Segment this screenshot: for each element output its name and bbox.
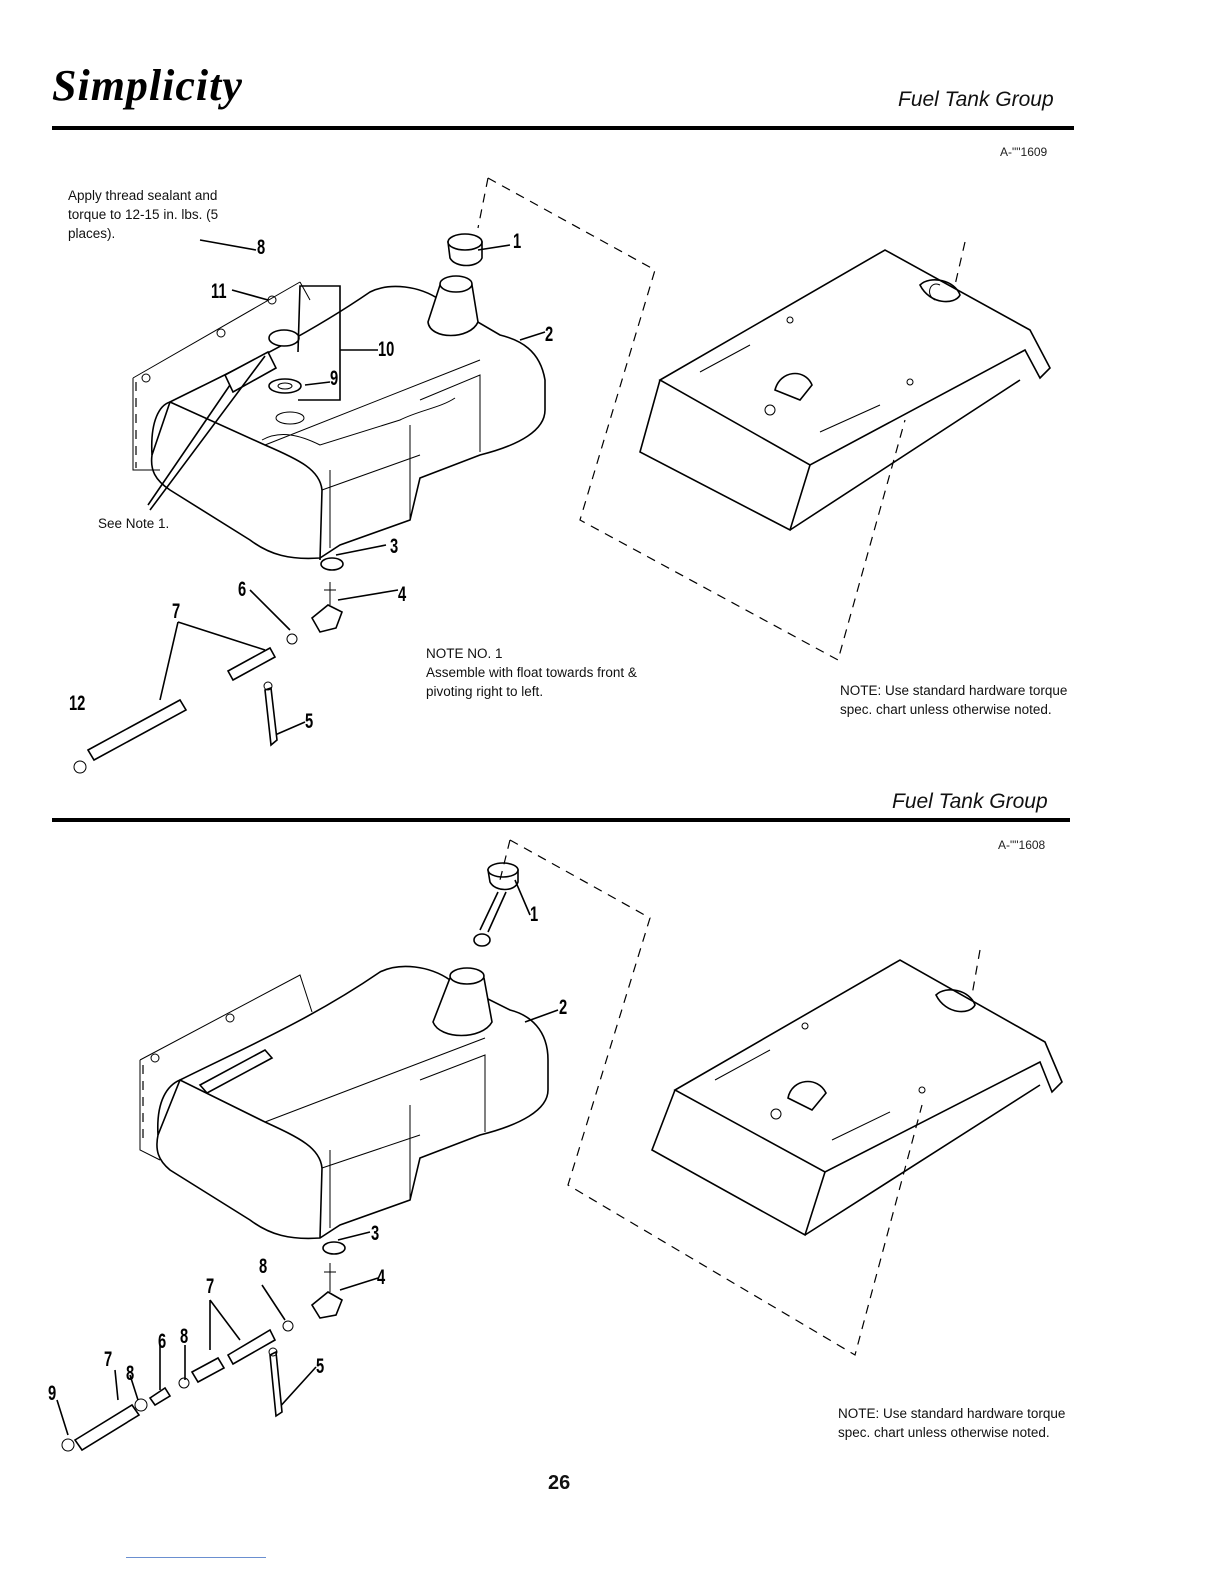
note-1-title: NOTE NO. 1 xyxy=(426,646,503,661)
callout-1: 1 xyxy=(513,230,522,253)
section-2-drawing-number: A-""1608 xyxy=(998,838,1046,852)
bottom-link-line xyxy=(126,1557,266,1558)
section-1-drawing-number: A-""1609 xyxy=(1000,145,1048,159)
callout-5: 5 xyxy=(316,1355,325,1378)
sealant-note: Apply thread sealant and torque to 12-15… xyxy=(68,188,219,241)
tank-1-assembly xyxy=(73,233,546,774)
callout-12: 12 xyxy=(69,692,86,715)
callout-8: 8 xyxy=(257,236,266,259)
explode-boundary-1 xyxy=(487,177,906,661)
callout-9: 9 xyxy=(330,367,339,390)
callout-9: 9 xyxy=(48,1382,57,1405)
callout-7: 7 xyxy=(172,600,181,623)
section-1-rule xyxy=(52,126,1074,130)
note-1-body: Assemble with float towards front & pivo… xyxy=(426,665,637,699)
callout-3: 3 xyxy=(371,1222,380,1245)
callout-7: 7 xyxy=(206,1275,215,1298)
callout-5: 5 xyxy=(305,710,314,733)
hardware-note-2: NOTE: Use standard hardware torque spec.… xyxy=(838,1406,1066,1440)
callout-10: 10 xyxy=(378,338,395,361)
callout-2: 2 xyxy=(559,996,568,1019)
explode-boundary-2 xyxy=(509,839,923,1356)
hardware-note-1: NOTE: Use standard hardware torque spec.… xyxy=(840,683,1068,717)
callout-8: 8 xyxy=(180,1325,189,1348)
hood-1 xyxy=(639,249,1051,532)
callout-7: 7 xyxy=(104,1348,113,1371)
callout-8: 8 xyxy=(259,1255,268,1278)
callout-6: 6 xyxy=(238,578,247,601)
callout-2: 2 xyxy=(545,323,554,346)
callout-6: 6 xyxy=(158,1330,167,1353)
callout-4: 4 xyxy=(377,1266,386,1289)
tank-2-assembly xyxy=(56,862,559,1452)
callout-11: 11 xyxy=(211,280,227,303)
callout-8: 8 xyxy=(126,1362,135,1385)
see-note-1: See Note 1. xyxy=(98,516,170,531)
section-2-rule xyxy=(52,818,1070,822)
callout-3: 3 xyxy=(390,535,399,558)
hood-2 xyxy=(651,959,1063,1237)
section-2-title: Fuel Tank Group xyxy=(892,790,1048,813)
callout-4: 4 xyxy=(398,583,407,606)
callout-1: 1 xyxy=(530,903,539,926)
section-1-title: Fuel Tank Group xyxy=(898,88,1054,111)
brand-logo: Simplicity xyxy=(52,61,243,110)
page-number: 26 xyxy=(548,1472,571,1494)
